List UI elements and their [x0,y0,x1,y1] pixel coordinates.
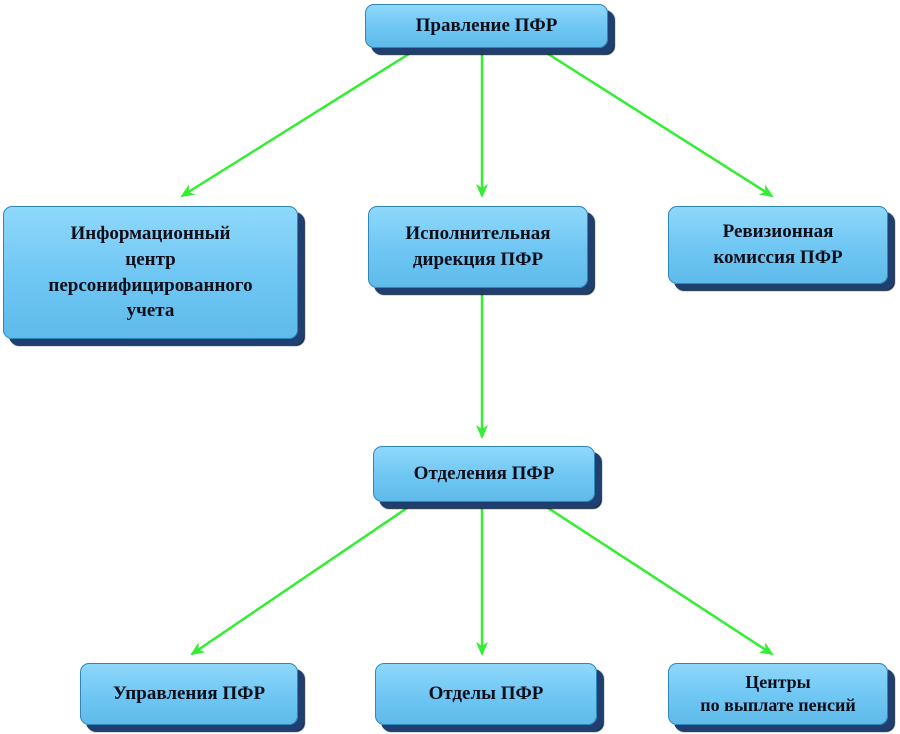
node-otdeleniya-label: Отделения ПФР [413,463,555,485]
node-revizionnaya-komissiya: Ревизионная комиссия ПФР [668,206,888,284]
node-pravlenie-label: Правление ПФР [415,15,558,37]
node-pravlenie-pfr: Правление ПФР [365,4,608,48]
arrow-pravlenie-to-revizionnaya [544,50,774,198]
node-upravleniya-pfr: Управления ПФР [80,663,298,725]
node-centry-label: Центры по выплате пенсий [700,671,856,715]
node-centry-po-vyplate: Центры по выплате пенсий [668,663,888,725]
node-info-center: Информационный центр персонифицированног… [3,206,298,339]
node-info-center-label: Информационный центр персонифицированног… [48,223,253,322]
node-otdeleniya-pfr: Отделения ПФР [373,446,595,502]
node-upravleniya-label: Управления ПФР [112,683,266,705]
node-revizionnaya-label: Ревизионная комиссия ПФР [713,221,843,268]
node-otdely-pfr: Отделы ПФР [375,663,597,725]
arrow-pravlenie-to-info_center [180,50,413,198]
node-ispolnitelnaya-label: Исполнительная дирекция ПФР [405,223,551,270]
arrow-otdeleniya-to-centry [544,504,774,656]
node-ispolnitelnaya-direkciya: Исполнительная дирекция ПФР [368,206,588,288]
arrow-otdeleniya-to-upravleniya [190,504,411,656]
node-otdely-label: Отделы ПФР [428,683,544,705]
